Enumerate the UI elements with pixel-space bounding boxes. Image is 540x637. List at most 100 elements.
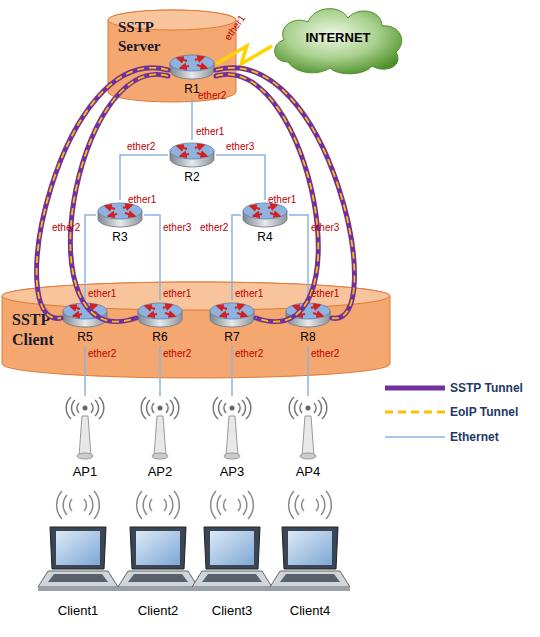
- router-arrow: [88, 305, 97, 308]
- router-arrow: [180, 66, 189, 68]
- laptop-keyboard: [280, 574, 340, 582]
- router-arrow: [268, 205, 277, 208]
- legend-sample-eoip: [385, 411, 445, 414]
- node-label: AP2: [125, 464, 195, 480]
- node-label: Client1: [28, 603, 128, 619]
- sstp-tunnel: [37, 68, 168, 319]
- router-top: [286, 303, 330, 319]
- router-top: [243, 203, 287, 219]
- router-icon: [136, 300, 184, 330]
- antenna-dot: [83, 406, 88, 411]
- router-arrow: [180, 154, 189, 156]
- antenna-dot: [158, 406, 163, 411]
- router-arrow: [217, 306, 227, 309]
- wave-arc: [295, 400, 298, 416]
- port-name: ether2: [235, 348, 263, 360]
- router-node: R7: [208, 300, 256, 346]
- laptop-edge: [118, 587, 198, 591]
- node-label: R7: [198, 330, 266, 345]
- laptop-icon: [270, 525, 350, 600]
- router-arrow: [195, 57, 204, 60]
- router-arrow: [311, 305, 320, 308]
- antenna-dot: [230, 406, 235, 411]
- router-arrow: [313, 313, 323, 316]
- ethernet-link: [216, 155, 265, 200]
- router-icon: [208, 300, 256, 330]
- wave-arc: [166, 403, 168, 413]
- port-name: ether1: [268, 194, 296, 206]
- router-top: [210, 303, 254, 319]
- client-laptop-node: Client1: [38, 525, 118, 621]
- node-label: AP1: [50, 464, 120, 480]
- laptop-base: [118, 571, 198, 587]
- router-top: [170, 143, 214, 159]
- laptop-edge: [38, 587, 118, 591]
- wave-arc: [91, 403, 93, 413]
- node-label: SSTP Client: [12, 310, 68, 350]
- legend-text: EoIP Tunnel: [450, 404, 518, 420]
- laptop-screen: [210, 531, 254, 565]
- antenna-base: [224, 453, 240, 459]
- port-name: ether3: [163, 222, 191, 234]
- wave-arc: [289, 397, 294, 419]
- antenna-pole: [226, 416, 238, 456]
- router-arrow: [70, 306, 80, 309]
- antenna-icon: [283, 396, 333, 464]
- cylinder-top: [2, 282, 390, 310]
- tunnel-link: [37, 68, 168, 319]
- port-name: ether3: [226, 141, 254, 153]
- antenna-base: [152, 453, 168, 459]
- access-point-node: AP3: [207, 396, 257, 482]
- node-label: INTERNET: [268, 30, 408, 46]
- router-arrow: [220, 314, 229, 316]
- router-arrow: [235, 305, 244, 308]
- port-name: ether2: [198, 90, 226, 102]
- router-icon: [168, 52, 216, 82]
- client-laptop-node: Client2: [118, 525, 198, 621]
- antenna-icon: [60, 396, 110, 464]
- router-arrow: [293, 306, 303, 309]
- port-name: ether2: [311, 348, 339, 360]
- router-top: [170, 55, 214, 71]
- laptop-edge: [270, 587, 350, 591]
- laptop-frame: [50, 527, 106, 569]
- router-node: R3: [96, 200, 144, 246]
- router-arrow: [197, 65, 207, 68]
- router-arrow: [125, 213, 135, 216]
- wave-arc: [322, 397, 327, 419]
- router-node: R6: [136, 300, 184, 346]
- router-node: R5: [61, 300, 109, 346]
- router-arrow: [163, 305, 172, 308]
- antenna-base: [300, 453, 316, 459]
- router-arrow: [165, 313, 175, 316]
- router-top: [138, 303, 182, 319]
- wave-arc: [318, 400, 321, 416]
- wave-arc: [224, 403, 226, 413]
- port-name: ether1: [128, 194, 156, 206]
- laptop-icon: [38, 525, 118, 600]
- wave-arc: [174, 397, 179, 419]
- router-arrow: [177, 146, 187, 149]
- node-label: R5: [51, 330, 119, 345]
- router-arrow: [148, 314, 157, 316]
- wave-arc: [66, 397, 71, 419]
- wave-arc: [99, 397, 104, 419]
- router-arrow: [90, 313, 100, 316]
- router-icon: [61, 300, 109, 330]
- node-label: SSTP Server: [118, 18, 172, 56]
- router-arrow: [108, 214, 117, 216]
- router-arrow: [270, 213, 280, 216]
- node-label: R6: [126, 330, 194, 345]
- legend-sample-sstp: [385, 386, 445, 391]
- access-point-node: AP1: [60, 396, 110, 482]
- antenna-base: [77, 453, 93, 459]
- wave-arc: [300, 403, 302, 413]
- node-label: Client2: [108, 603, 208, 619]
- wave-arc: [213, 397, 218, 419]
- laptop-base: [270, 571, 350, 587]
- wave-arc: [72, 400, 75, 416]
- laptop-screen: [56, 531, 100, 565]
- port-name: ether1: [196, 126, 224, 138]
- wave-arc: [170, 400, 173, 416]
- laptop-frame: [282, 527, 338, 569]
